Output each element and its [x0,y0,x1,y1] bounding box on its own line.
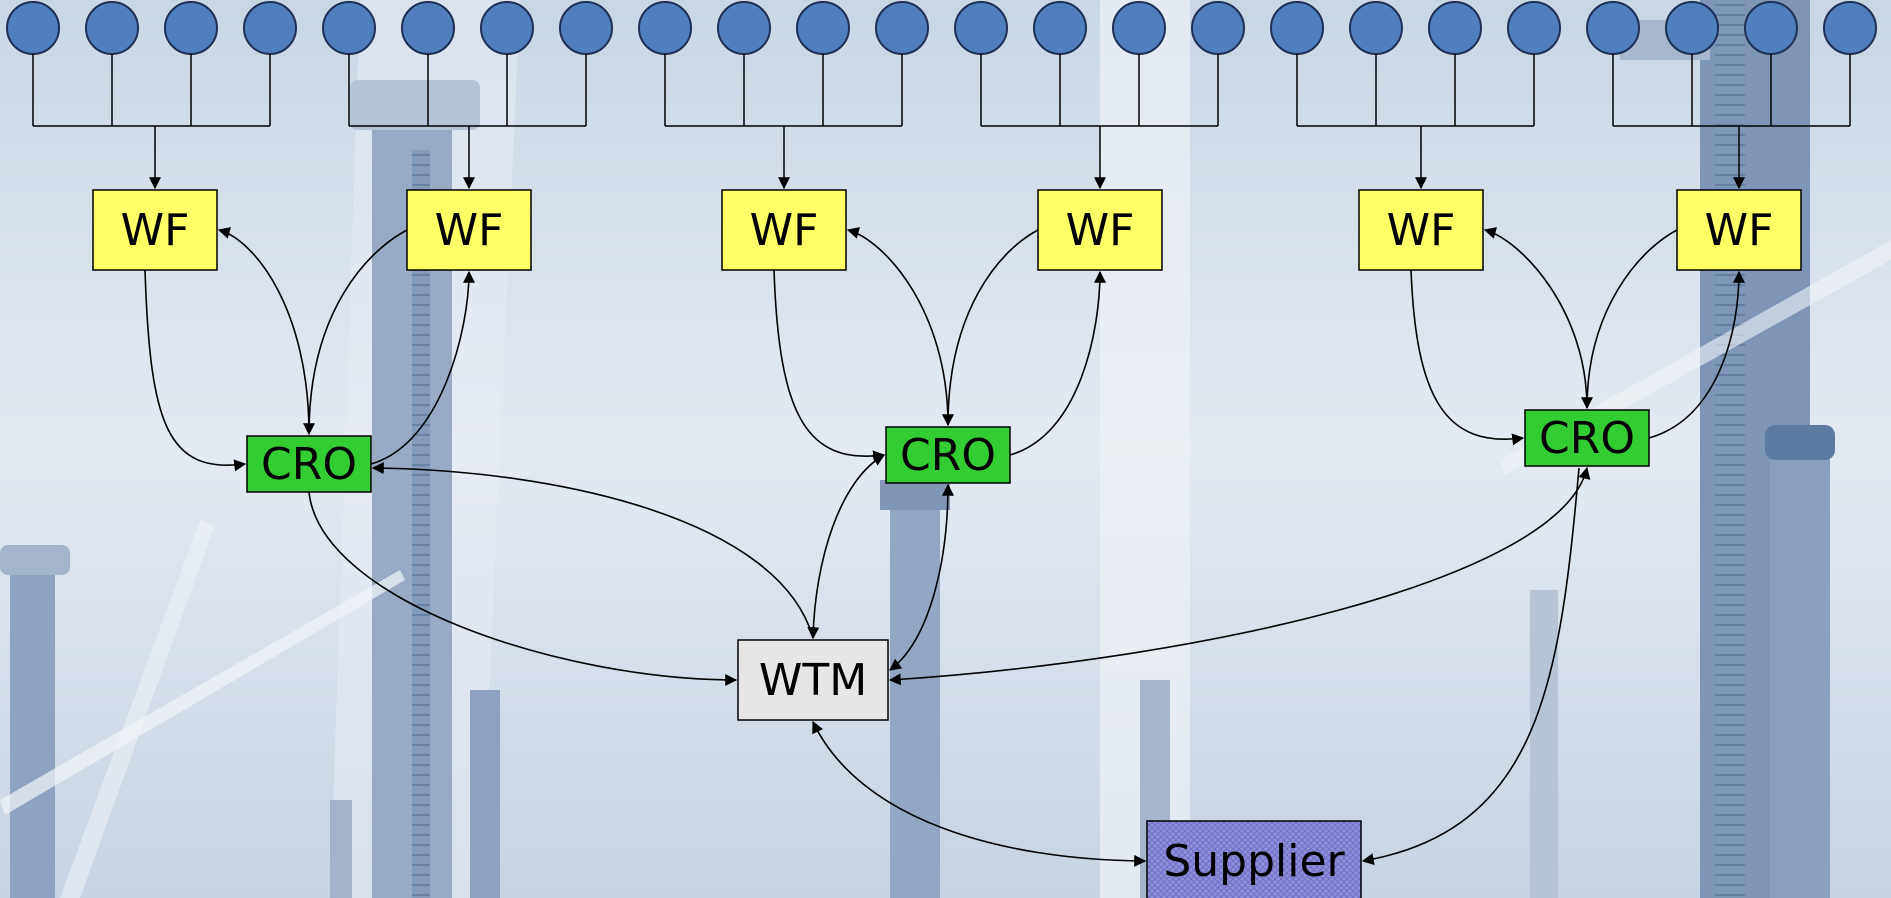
wtm-node-shape [737,639,889,721]
cro-to-wf-edge [370,270,475,465]
cro-node: CRO [885,426,1011,484]
sensor-node [243,1,297,55]
sensor-node [1823,1,1877,55]
sensor-node [401,1,455,55]
sensor-node [1191,1,1245,55]
diagram-boxes: WF WF WF WF WF WF CRO CRO CRO WTM Supplier [92,189,1802,898]
wf-node: WF [406,189,532,271]
sensor-node [1112,1,1166,55]
sensor-node [1507,1,1561,55]
sensor-node [796,1,850,55]
wf-node-shape [1358,189,1484,271]
sensor-nodes [6,1,1877,55]
wf-to-cro-edge [308,229,408,435]
cro-wf-edge [217,227,315,436]
sensor-node [164,1,218,55]
sensor-node [1270,1,1324,55]
cro-wf-edge [846,227,954,427]
sensor-node [1744,1,1798,55]
wf-to-cro-edge [1586,229,1678,409]
wtm-node-label: WTM [759,655,867,706]
cro-node-label: CRO [900,430,996,481]
sensor-node [6,1,60,55]
cro-node: CRO [1524,409,1650,467]
sensor-node [1349,1,1403,55]
wf-node-shape [406,189,532,271]
wtm-cro-edge [888,466,1591,686]
cro-node-shape [1524,409,1650,467]
wf-node-label: WF [435,205,504,256]
cro-to-wf-edge [1648,270,1745,439]
wf-node-label: WF [1387,205,1456,256]
diagram-edges [144,227,1745,867]
supplier-node-label: Supplier [1163,836,1345,887]
cro-to-supplier-edge [1361,467,1580,866]
wtm-supplier-edge [812,720,1147,867]
wf-node-label: WF [1066,205,1135,256]
wf-node: WF [1037,189,1163,271]
sensor-node [875,1,929,55]
wf-node-shape [92,189,218,271]
cro-node-label: CRO [1539,413,1635,464]
sensor-node [322,1,376,55]
wf-node-shape [1676,189,1802,271]
wf-node-shape [1037,189,1163,271]
wf-node: WF [1358,189,1484,271]
cro-node: CRO [246,435,372,493]
sensor-node [954,1,1008,55]
supplier-node-shape [1146,820,1362,898]
sensor-node [1586,1,1640,55]
wf-node-shape [721,189,847,271]
sensor-node [85,1,139,55]
sensor-node [480,1,534,55]
wf-node: WF [92,189,218,271]
cro-node-label: CRO [261,439,357,490]
wf-node-label: WF [121,205,190,256]
cro-wtm-edge [371,462,814,639]
sensor-node [559,1,613,55]
wf-node-label: WF [750,205,819,256]
cro-to-wtm-edge [308,491,738,686]
sensor-node [1665,1,1719,55]
wtm-node: WTM [737,639,889,721]
cro-to-wf-edge [1009,270,1106,456]
wf-to-cro-edge [1410,269,1525,446]
sensor-node [638,1,692,55]
cro-wtm-edge [807,454,886,640]
cro-node-shape [246,435,372,493]
wf-to-cro-edge [144,269,247,472]
wf-node: WF [721,189,847,271]
sensor-node [1428,1,1482,55]
cro-node-shape [885,426,1011,484]
wf-node: WF [1676,189,1802,271]
sensor-node [717,1,771,55]
sensor-node [1033,1,1087,55]
supplier-node: Supplier [1146,820,1362,898]
cro-wf-edge [1483,227,1593,410]
wf-node-label: WF [1705,205,1774,256]
sensor-connector-lines [32,54,1851,190]
wf-to-cro-edge [947,229,1039,426]
